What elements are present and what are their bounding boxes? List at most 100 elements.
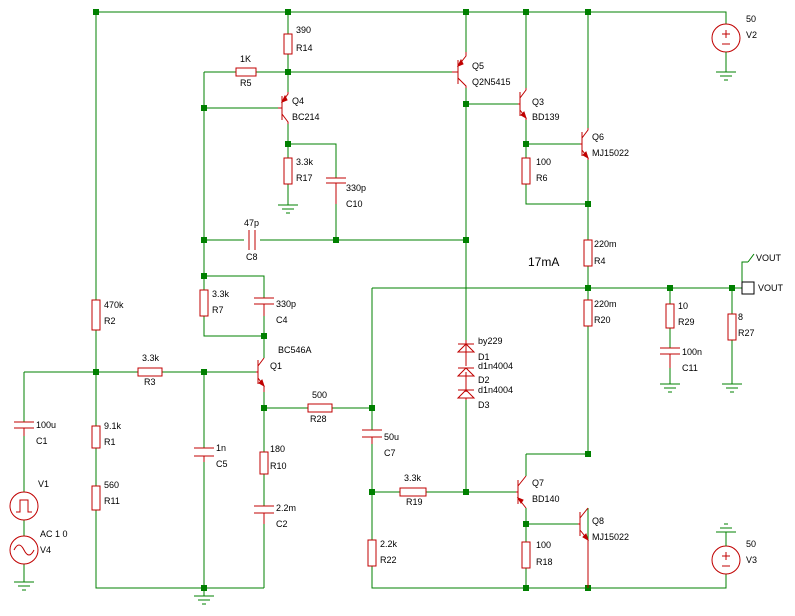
label-r4-value: 220m bbox=[594, 239, 617, 249]
label-r5-value: 1K bbox=[240, 54, 251, 64]
label-q7-value: BD140 bbox=[532, 494, 560, 504]
transistor-q5 bbox=[452, 52, 467, 88]
ground-icon bbox=[660, 383, 680, 393]
label-c2-ref: C2 bbox=[276, 519, 288, 529]
capacitor-c8 bbox=[248, 230, 256, 250]
label-r14-ref: R14 bbox=[296, 43, 313, 53]
label-v2-value: 50 bbox=[746, 14, 756, 24]
label-r2-ref: R2 bbox=[104, 316, 116, 326]
label-q5-value: Q2N5415 bbox=[472, 77, 511, 87]
label-r20-value: 220m bbox=[594, 299, 617, 309]
label-d2-ref: D2 bbox=[478, 375, 490, 385]
label-q4-ref: Q4 bbox=[292, 96, 304, 106]
label-r10-value: 180 bbox=[270, 444, 285, 454]
label-c8-value: 47p bbox=[244, 218, 259, 228]
label-q8-value: MJ15022 bbox=[592, 532, 629, 542]
resistor-r14 bbox=[283, 33, 293, 55]
labels: 390 R14 1K R5 Q5 Q2N5415 Q4 BC214 Q3 BD1… bbox=[36, 14, 784, 567]
label-r2-value: 470k bbox=[104, 300, 124, 310]
label-r14-value: 390 bbox=[296, 25, 311, 35]
capacitor-c5 bbox=[194, 447, 214, 457]
label-c11-value: 100n bbox=[682, 347, 702, 357]
label-c7-ref: C7 bbox=[384, 448, 396, 458]
label-c2-value: 2.2m bbox=[276, 503, 296, 513]
label-d3-value: d1n4004 bbox=[478, 385, 513, 395]
label-q1-ref: Q1 bbox=[270, 361, 282, 371]
label-r7-value: 3.3k bbox=[212, 289, 230, 299]
capacitors bbox=[14, 177, 680, 524]
resistor-r18 bbox=[521, 541, 531, 569]
label-q8-ref: Q8 bbox=[592, 516, 604, 526]
label-r22-ref: R22 bbox=[380, 555, 397, 565]
resistors bbox=[91, 33, 737, 569]
diodes bbox=[456, 340, 476, 400]
transistor-q4 bbox=[278, 92, 289, 124]
capacitor-c2 bbox=[254, 505, 274, 514]
ground-icon bbox=[14, 581, 34, 591]
capacitor-c1 bbox=[14, 421, 34, 429]
label-r6-ref: R6 bbox=[536, 173, 548, 183]
label-v4-ref: V4 bbox=[40, 545, 51, 555]
resistor-r7 bbox=[199, 289, 209, 317]
label-r19-ref: R19 bbox=[406, 497, 423, 507]
label-c1-value: 100u bbox=[36, 420, 56, 430]
resistor-r27 bbox=[727, 313, 737, 341]
ground-icon bbox=[194, 588, 214, 605]
label-c8-ref: C8 bbox=[246, 252, 258, 262]
resistor-r17 bbox=[283, 157, 293, 185]
ground-icon bbox=[278, 204, 298, 214]
label-bias-current: 17mA bbox=[528, 255, 559, 269]
label-c1-ref: C1 bbox=[36, 436, 48, 446]
label-q5-ref: Q5 bbox=[472, 61, 484, 71]
diode-d3 bbox=[456, 389, 476, 399]
label-r6-value: 100 bbox=[536, 157, 551, 167]
sources bbox=[9, 23, 741, 575]
resistor-r19 bbox=[399, 487, 427, 497]
label-vout-box: VOUT bbox=[758, 283, 784, 293]
transistors bbox=[256, 52, 589, 588]
transistor-q3 bbox=[518, 88, 527, 120]
label-r17-value: 3.3k bbox=[296, 157, 314, 167]
label-c5-ref: C5 bbox=[216, 459, 228, 469]
resistor-r3 bbox=[137, 367, 163, 377]
label-v3-value: 50 bbox=[746, 539, 756, 549]
pulse-source-v1 bbox=[9, 491, 39, 521]
label-r1-value: 9.1k bbox=[104, 421, 122, 431]
voltage-source-v3 bbox=[711, 532, 741, 575]
transistor-q1 bbox=[256, 357, 265, 392]
resistor-r1 bbox=[91, 425, 101, 449]
capacitor-c10 bbox=[326, 177, 346, 184]
label-d3-ref: D3 bbox=[478, 400, 490, 410]
ground-symbols bbox=[14, 71, 742, 605]
label-r22-value: 2.2k bbox=[380, 539, 398, 549]
resistor-r20 bbox=[583, 299, 593, 327]
label-r27-ref: R27 bbox=[738, 328, 755, 338]
transistor-q6 bbox=[580, 128, 589, 160]
label-q6-value: MJ15022 bbox=[592, 148, 629, 158]
resistor-r28 bbox=[307, 403, 333, 413]
capacitor-c4 bbox=[254, 297, 274, 305]
resistor-r2 bbox=[91, 299, 101, 331]
label-q6-ref: Q6 bbox=[592, 132, 604, 142]
transistor-q7 bbox=[516, 475, 527, 509]
diode-d1 bbox=[456, 343, 476, 353]
label-q4-value: BC214 bbox=[292, 112, 320, 122]
resistor-r10 bbox=[259, 451, 269, 475]
resistor-r4 bbox=[583, 239, 593, 267]
label-r18-ref: R18 bbox=[536, 557, 553, 567]
label-q7-ref: Q7 bbox=[532, 478, 544, 488]
label-v1-ref: V1 bbox=[38, 479, 49, 489]
voltage-source-v2 bbox=[711, 23, 741, 72]
wires bbox=[23, 11, 748, 589]
label-c10-value: 330p bbox=[346, 183, 366, 193]
diode-d2 bbox=[456, 367, 476, 377]
label-r1-ref: R1 bbox=[104, 437, 116, 447]
label-r17-ref: R17 bbox=[296, 173, 313, 183]
label-v3-ref: V3 bbox=[746, 555, 757, 565]
label-q3-value: BD139 bbox=[532, 112, 560, 122]
resistor-r29 bbox=[665, 303, 675, 329]
label-r4-ref: R4 bbox=[594, 256, 606, 266]
label-c10-ref: C10 bbox=[346, 199, 363, 209]
